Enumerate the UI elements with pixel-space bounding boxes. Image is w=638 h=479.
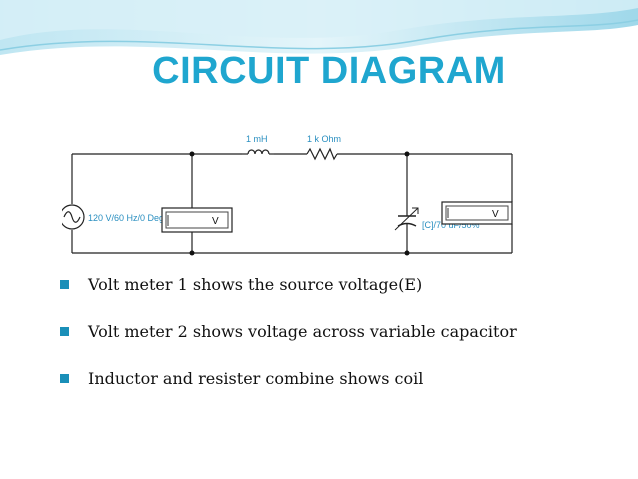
capacitor-label: [C]/70 uF/50% — [422, 220, 480, 230]
resistor-label: 1 k Ohm — [307, 134, 341, 144]
bullet-item: Volt meter 2 shows voltage across variab… — [60, 322, 620, 369]
source-label: 120 V/60 Hz/0 Deg — [88, 213, 164, 223]
bullet-text: Volt meter 2 shows voltage across variab… — [88, 322, 517, 341]
resistor-icon — [306, 147, 338, 161]
bullet-text: Inductor and resister combine shows coil — [88, 369, 424, 388]
variable-capacitor-icon — [394, 207, 419, 231]
voltmeter-2-symbol: V — [492, 209, 499, 220]
circuit-diagram: 120 V/60 Hz/0 Deg V 1 mH 1 k Ohm [C]/70 … — [62, 134, 513, 256]
bullet-item: Inductor and resister combine shows coil — [60, 369, 620, 416]
bullet-text: Volt meter 1 shows the source voltage(E) — [88, 275, 423, 294]
voltmeter-1-icon — [161, 207, 233, 233]
header-wave-background — [0, 0, 638, 70]
voltmeter-2-icon — [441, 201, 513, 225]
square-bullet-icon — [60, 327, 69, 336]
inductor-label: 1 mH — [246, 134, 268, 144]
circuit-wires — [71, 153, 513, 254]
junction-dots — [189, 151, 410, 256]
square-bullet-icon — [60, 280, 69, 289]
bullet-list: Volt meter 1 shows the source voltage(E)… — [60, 275, 620, 416]
square-bullet-icon — [60, 374, 69, 383]
slide-title: CIRCUIT DIAGRAM — [152, 50, 506, 92]
inductor-icon — [242, 149, 274, 155]
ac-source-icon — [62, 204, 85, 230]
voltmeter-1-symbol: V — [212, 216, 219, 227]
bullet-item: Volt meter 1 shows the source voltage(E) — [60, 275, 620, 322]
